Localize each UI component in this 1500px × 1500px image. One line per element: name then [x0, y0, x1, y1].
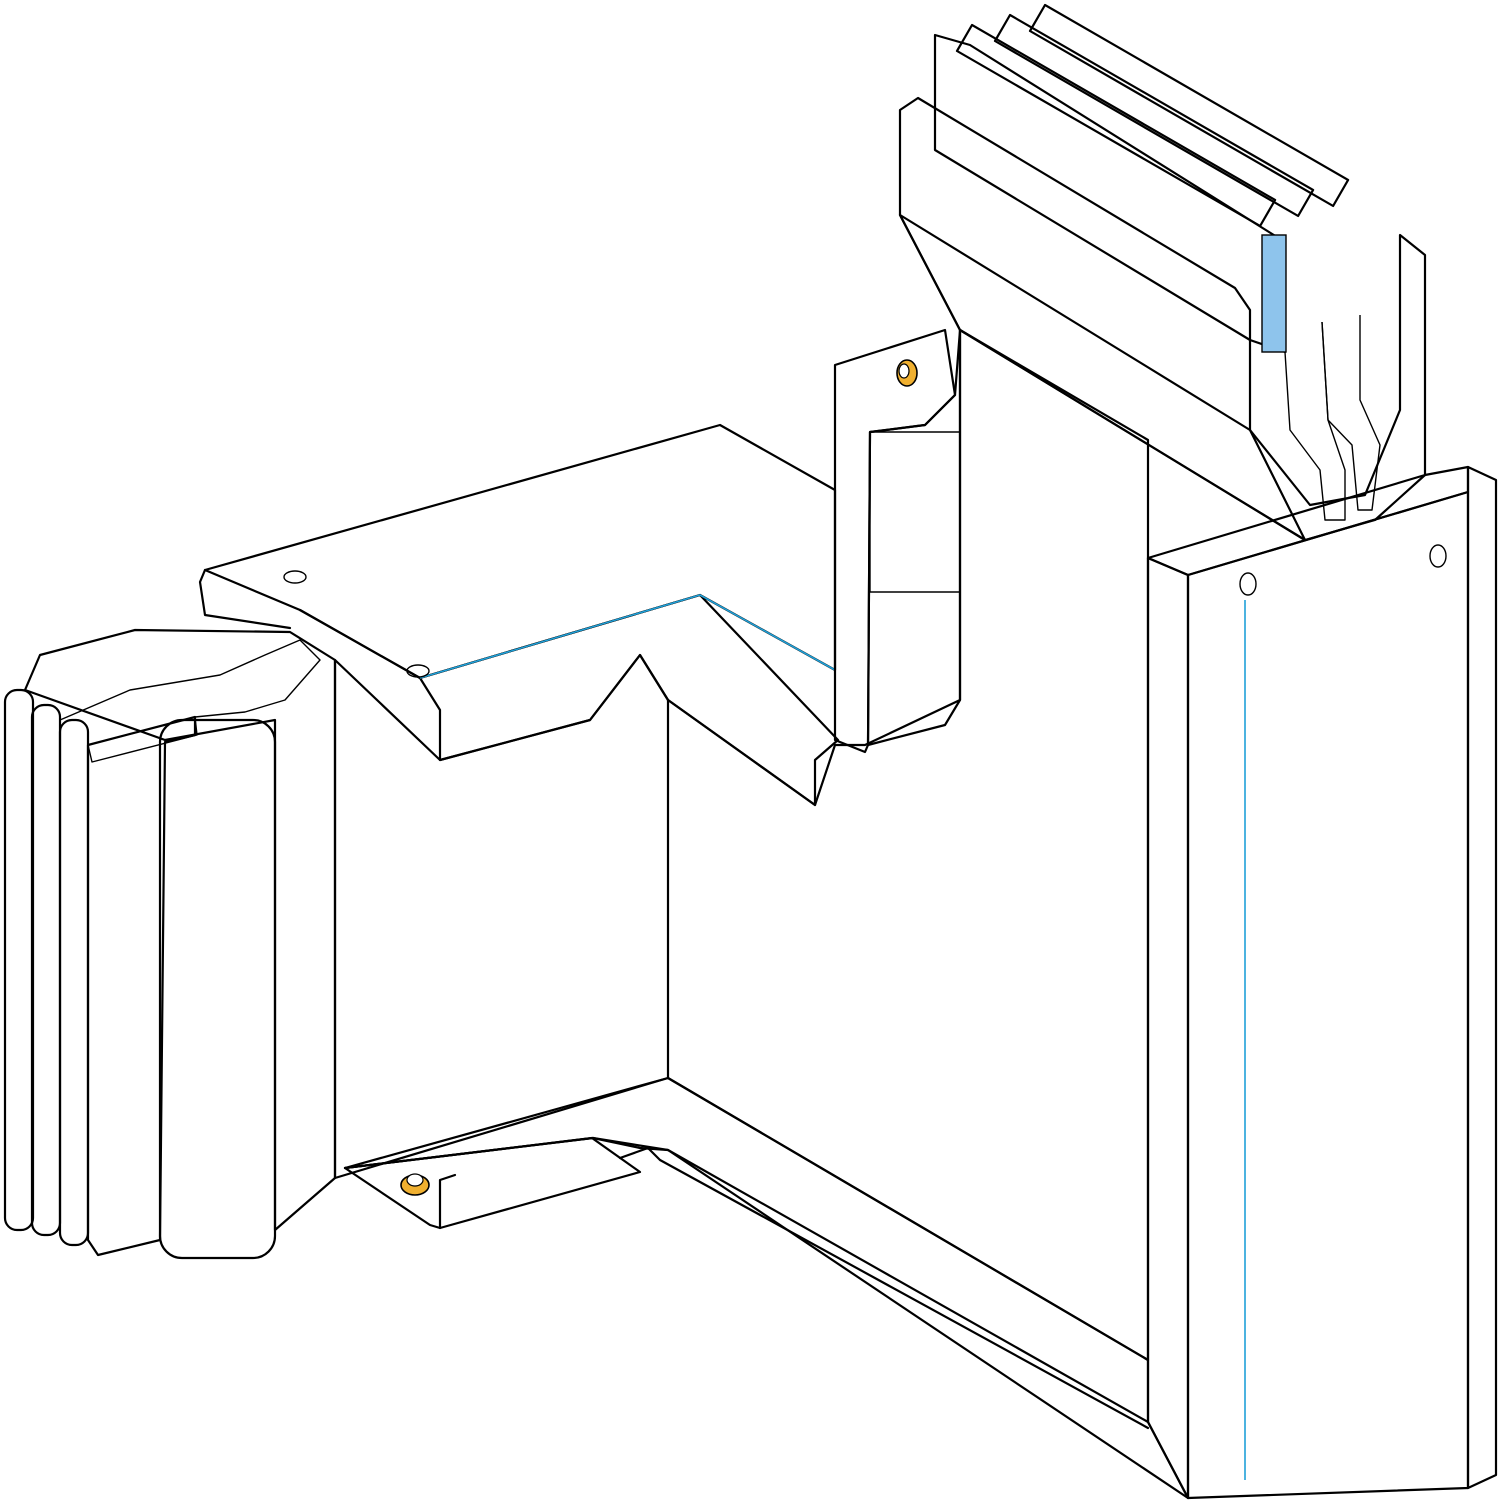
mounting-hole-icon: [1239, 572, 1257, 596]
left-connector: [3, 628, 337, 1260]
bottom-clamp-plate: [343, 1136, 642, 1230]
bottom-channel: [343, 1076, 1190, 1500]
left-connector-plate: [158, 718, 277, 1260]
joint-bracket-plate: [833, 328, 957, 754]
top-cover: [198, 423, 840, 807]
bottom-channel-inner-edge: [343, 1136, 1150, 1424]
busbar-fan-gray-1: [1284, 321, 1346, 521]
joint-bracket: [833, 328, 962, 754]
top-connector-plate: [898, 96, 1307, 542]
bottom-channel-floor: [343, 1076, 1190, 1500]
right-housing-top-lip: [1146, 465, 1470, 577]
busbar-fan-gray-2: [1321, 315, 1381, 511]
top-connector: [898, 3, 1427, 542]
busbar-gray: [3, 688, 35, 1232]
bolt-icon: [896, 359, 918, 387]
right-housing-side-flange: [1146, 556, 1190, 1500]
mounting-hole-icon: [406, 664, 430, 678]
busbar-gray: [30, 703, 62, 1237]
right-housing-edge-strip: [1466, 465, 1498, 1490]
busbar-gray: [993, 13, 1315, 218]
busbar-blue: [933, 33, 1287, 354]
joint-bracket-slot: [869, 431, 961, 593]
busbar-fan-gray-left: [59, 639, 321, 746]
busbar-blue-tip: [87, 716, 198, 763]
joint-bracket-side: [866, 328, 962, 747]
top-connector-housing: [898, 213, 1427, 542]
busbar-blue: [86, 715, 197, 1257]
top-cover-left-lip: [198, 568, 292, 630]
busbar-gray: [1028, 3, 1350, 208]
right-housing-front-face: [1186, 490, 1470, 1500]
mounting-hole-icon: [1429, 544, 1447, 568]
busbar-blue-tip: [1261, 234, 1287, 353]
busbar-gray: [58, 718, 90, 1247]
bottom-clamp-plate-fold: [438, 1173, 457, 1230]
top-cover-seam-line: [419, 594, 836, 679]
bottom-channel-lip: [618, 1146, 1150, 1430]
left-connector-housing: [23, 628, 337, 1232]
mounting-hole-icon: [283, 570, 307, 584]
busbar-gray: [955, 23, 1277, 228]
right-housing: [1146, 465, 1498, 1500]
bolt-icon: [400, 1173, 430, 1196]
